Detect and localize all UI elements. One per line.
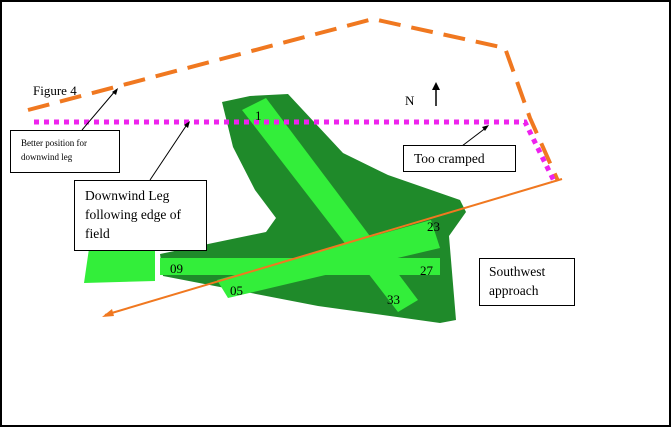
- north-label: N: [405, 93, 415, 108]
- pointer-too-cramped: [461, 126, 488, 147]
- runway-label-05: 05: [230, 283, 243, 298]
- pointer-downwind-leg: [149, 122, 189, 181]
- pointer-better-position-head: [112, 88, 118, 95]
- downwind-path-dotted: [34, 119, 557, 183]
- runway-label-33: 33: [387, 292, 400, 307]
- north-arrow-head: [432, 82, 440, 90]
- pointer-too-cramped-head: [482, 125, 489, 131]
- pointer-downwind-leg-head: [184, 121, 190, 128]
- runway-label-09: 09: [170, 261, 183, 276]
- callout-better-position: Better position for downwind leg: [10, 130, 120, 173]
- approach-arrowhead: [102, 309, 114, 317]
- callout-downwind-leg: Downwind Leg following edge of field: [74, 180, 207, 251]
- runway-label-27: 27: [420, 263, 433, 278]
- figure-label: Figure 4: [33, 83, 77, 98]
- runway-09-27: [160, 258, 440, 275]
- runway-label-23: 23: [427, 219, 440, 234]
- callout-too-cramped: Too cramped: [403, 145, 516, 172]
- runway-label-1: 1: [255, 108, 262, 123]
- pointer-better-position: [81, 89, 117, 131]
- callout-southwest-approach: Southwest approach: [479, 258, 575, 306]
- better-downwind-boundary: [27, 16, 560, 182]
- southwest-approach-line: [104, 178, 563, 316]
